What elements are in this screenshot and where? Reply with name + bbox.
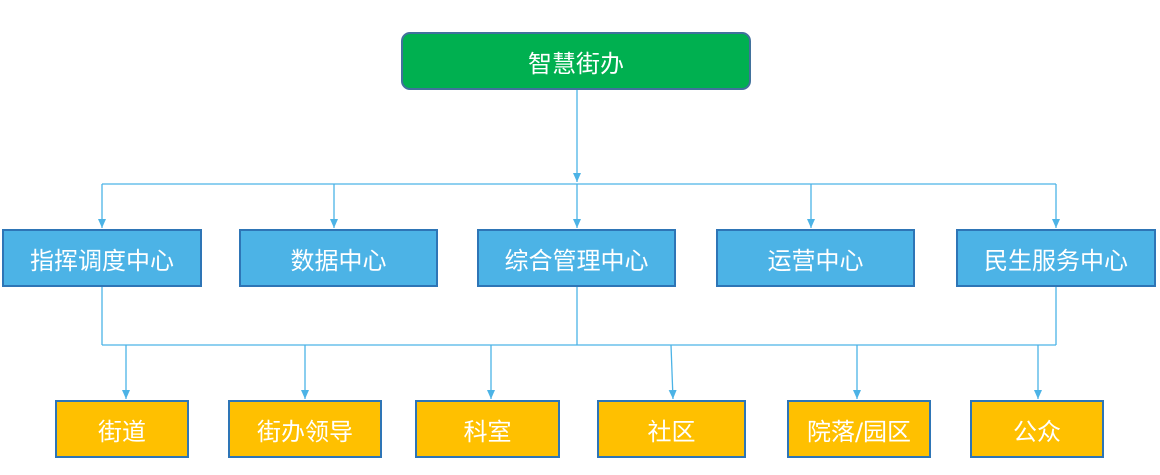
center-node-label: 运营中心 [767, 246, 864, 275]
center-node-label: 数据中心 [290, 246, 387, 275]
audience-node-label: 公众 [1013, 417, 1061, 446]
center-node-label: 民生服务中心 [984, 246, 1128, 275]
root-node: 智慧街办 [401, 32, 751, 90]
audience-node-label: 社区 [647, 417, 696, 446]
center-node-command-dispatch: 指挥调度中心 [2, 229, 202, 287]
center-node-integrated-management: 综合管理中心 [477, 229, 676, 287]
audience-node-public: 公众 [970, 400, 1104, 458]
audience-node-departments: 科室 [415, 400, 560, 458]
connector-to-leaf-3 [668, 344, 677, 400]
audience-node-community: 社区 [597, 400, 746, 458]
root-node-label: 智慧街办 [528, 49, 624, 78]
audience-node-street: 街道 [55, 400, 189, 458]
center-node-operations: 运营中心 [716, 229, 915, 287]
audience-node-label: 街办领导 [257, 417, 353, 446]
audience-node-label: 街道 [98, 417, 146, 446]
center-node-public-service: 民生服务中心 [956, 229, 1156, 287]
audience-node-label: 院落/园区 [806, 417, 912, 446]
audience-node-office-leaders: 街办领导 [228, 400, 382, 458]
audience-node-label: 科室 [463, 417, 512, 446]
center-node-data: 数据中心 [239, 229, 438, 287]
audience-node-courtyard-park: 院落/园区 [787, 400, 931, 458]
center-node-label: 综合管理中心 [504, 246, 649, 275]
center-node-label: 指挥调度中心 [30, 246, 174, 275]
